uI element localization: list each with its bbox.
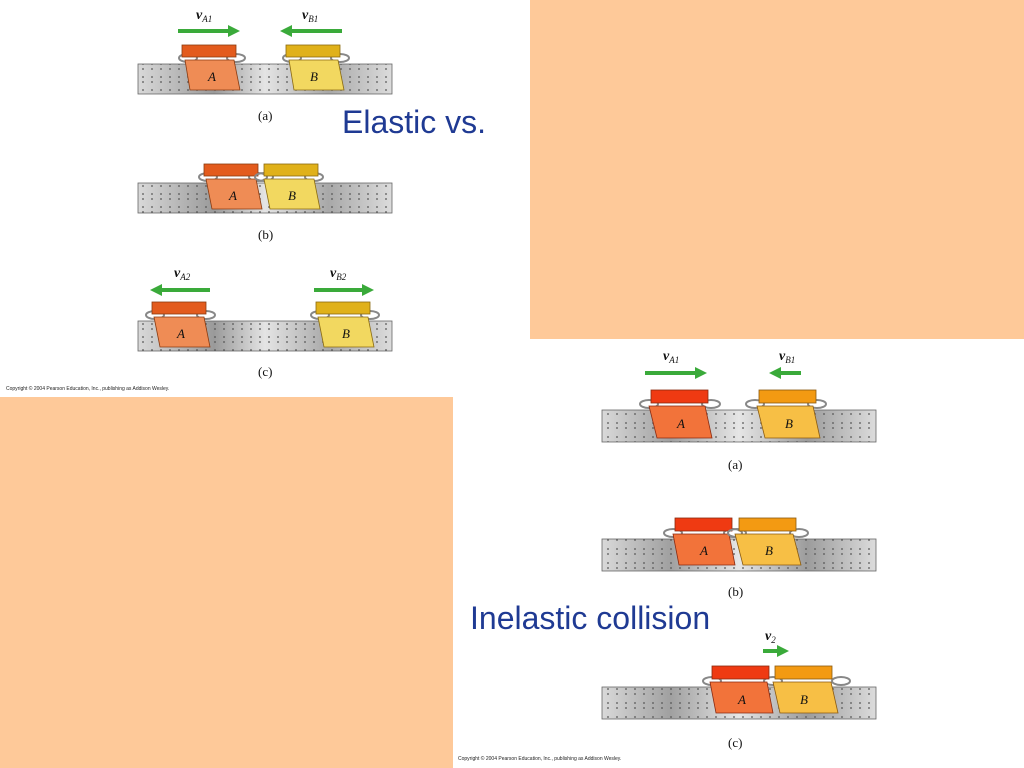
svg-text:A: A xyxy=(176,326,185,341)
svg-text:B: B xyxy=(310,69,318,84)
peach-block-top-right xyxy=(530,0,1024,339)
svg-text:A: A xyxy=(207,69,216,84)
svg-text:A: A xyxy=(699,543,708,558)
svg-text:B: B xyxy=(785,416,793,431)
glider-a: A xyxy=(198,163,268,210)
glider-a: A xyxy=(145,301,216,348)
glider-b: B xyxy=(772,665,851,714)
svg-text:B: B xyxy=(288,188,296,203)
svg-text:A: A xyxy=(228,188,237,203)
caption-c: (c) xyxy=(728,735,742,750)
velocity-label-a2: vA2 xyxy=(174,266,191,282)
velocity-label-a1: vA1 xyxy=(196,8,212,24)
svg-text:A: A xyxy=(737,692,746,707)
svg-text:A: A xyxy=(676,416,685,431)
velocity-arrow-right xyxy=(763,645,789,657)
velocity-label-b1: vB1 xyxy=(779,349,795,365)
velocity-label-v2: v2 xyxy=(765,629,776,645)
inelastic-panel-a: A B vA1 vB1 (a) xyxy=(601,349,877,472)
velocity-arrow-right xyxy=(645,367,707,379)
svg-text:B: B xyxy=(765,543,773,558)
elastic-panel-c: A B vA2 vB2 (c) xyxy=(137,266,393,379)
caption-a: (a) xyxy=(258,108,272,123)
caption-b: (b) xyxy=(728,584,743,599)
elastic-figure: A B vA1 vB1 (a) xyxy=(137,8,393,379)
velocity-label-b2: vB2 xyxy=(330,266,347,282)
elastic-panel-a: A B vA1 vB1 (a) xyxy=(137,8,393,123)
glider-b: B xyxy=(745,389,827,439)
copyright-inelastic: Copyright © 2004 Pearson Education, Inc.… xyxy=(458,756,622,762)
slide-title-inelastic: Inelastic collision xyxy=(470,600,711,636)
velocity-arrow-right xyxy=(314,284,374,296)
glider-a: A xyxy=(178,44,246,91)
velocity-arrow-left xyxy=(280,25,342,37)
svg-text:B: B xyxy=(342,326,350,341)
peach-block-bottom-left xyxy=(0,397,453,768)
inelastic-panel-b: A B (b) xyxy=(601,517,877,599)
svg-text:B: B xyxy=(800,692,808,707)
glider-b: B xyxy=(310,301,380,348)
inelastic-panel-c: A B v2 (c) xyxy=(601,629,877,750)
glider-b: B xyxy=(254,163,324,210)
glider-a: A xyxy=(663,517,743,566)
glider-b: B xyxy=(727,517,809,566)
inelastic-figure: A B vA1 vB1 (a) xyxy=(601,349,877,750)
slide-title-elastic: Elastic vs. xyxy=(342,104,487,140)
glider-a: A xyxy=(702,665,783,714)
velocity-arrow-left xyxy=(769,367,801,379)
elastic-panel-b: A B (b) xyxy=(137,163,393,242)
velocity-label-b1: vB1 xyxy=(302,8,318,24)
caption-a: (a) xyxy=(728,457,742,472)
glider-b: B xyxy=(282,44,350,91)
caption-c: (c) xyxy=(258,364,272,379)
copyright-elastic: Copyright © 2004 Pearson Education, Inc.… xyxy=(6,386,170,392)
velocity-arrow-right xyxy=(178,25,240,37)
glider-a: A xyxy=(639,389,721,439)
velocity-label-a1: vA1 xyxy=(663,349,679,365)
caption-b: (b) xyxy=(258,227,273,242)
velocity-arrow-left xyxy=(150,284,210,296)
